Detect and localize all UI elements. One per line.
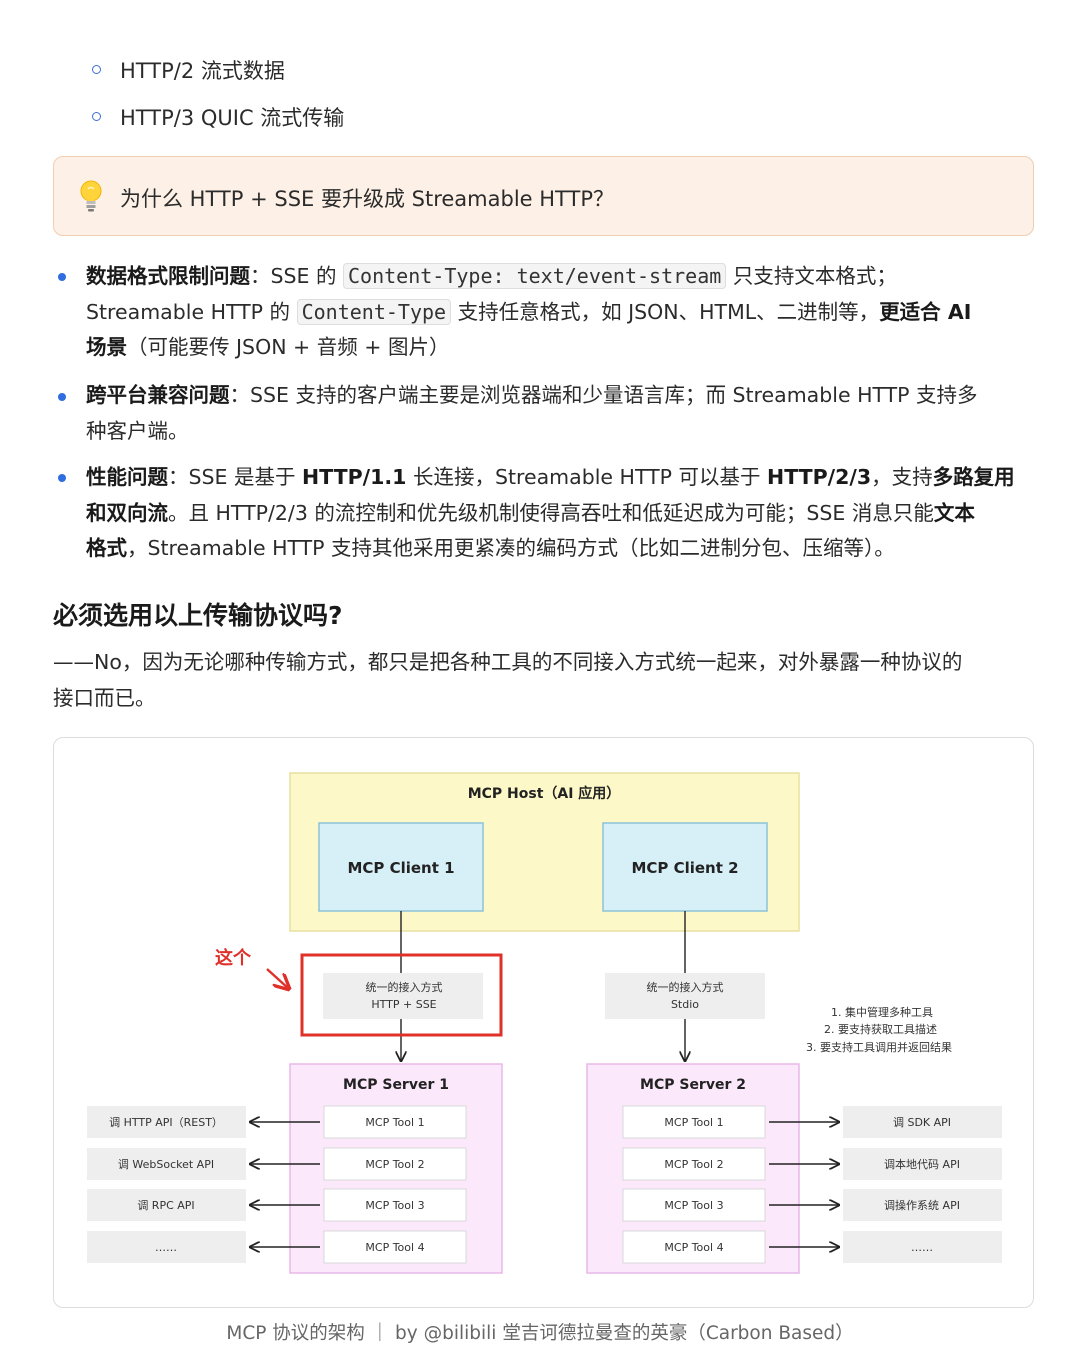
left-api-label: ……	[155, 1241, 177, 1254]
note-item: 1. 集中管理多种工具	[831, 1005, 933, 1019]
mcp-host-label: MCP Host（AI 应用）	[468, 785, 621, 802]
list-bullet	[58, 273, 66, 281]
mcp-client-1-label: MCP Client 1	[347, 859, 454, 877]
mcp-server-1-label: MCP Server 1	[343, 1077, 449, 1093]
right-api-label: ……	[911, 1241, 933, 1254]
list-item: HTTP/3 QUIC 流式传输	[120, 102, 344, 132]
point-performance: 性能问题：SSE 是基于 HTTP/1.1 长连接，Streamable HTT…	[86, 460, 1036, 567]
mcp-server-2-label: MCP Server 2	[640, 1077, 746, 1093]
mcp-client-2-label: MCP Client 2	[631, 859, 738, 877]
point-data-format: 数据格式限制问题：SSE 的 Content-Type: text/event-…	[86, 259, 1036, 366]
transport-1-line1: 统一的接入方式	[366, 980, 443, 994]
list-item: HTTP/2 流式数据	[120, 55, 285, 85]
architecture-figure: MCP Host（AI 应用） MCP Client 1 MCP Client …	[53, 737, 1034, 1308]
server-2-tool-label: MCP Tool 1	[664, 1116, 723, 1129]
annotation-arrow	[267, 969, 289, 989]
right-api-label: 调本地代码 API	[884, 1157, 960, 1171]
right-api-label: 调 SDK API	[893, 1116, 951, 1129]
left-api-label: 调 WebSocket API	[118, 1158, 214, 1171]
answer-paragraph: ——No，因为无论哪种传输方式，都只是把各种工具的不同接入方式统一起来，对外暴露…	[53, 645, 1038, 716]
note-item: 2. 要支持获取工具描述	[824, 1022, 937, 1036]
list-bullet	[58, 474, 66, 482]
architecture-diagram: MCP Host（AI 应用） MCP Client 1 MCP Client …	[54, 738, 1035, 1309]
transport-2-line2: Stdio	[671, 998, 699, 1011]
transport-2-box	[605, 973, 765, 1019]
lightbulb-icon	[78, 179, 104, 215]
left-api-label: 调 RPC API	[137, 1199, 194, 1212]
section-heading: 必须选用以上传输协议吗?	[53, 596, 343, 632]
right-api-label: 调操作系统 API	[884, 1198, 960, 1212]
transport-1-line2: HTTP + SSE	[371, 998, 436, 1011]
tip-callout: 为什么 HTTP + SSE 要升级成 Streamable HTTP？	[53, 156, 1034, 236]
server-2-tool-label: MCP Tool 3	[664, 1199, 723, 1212]
server-1-tool-label: MCP Tool 4	[365, 1241, 424, 1254]
left-api-label: 调 HTTP API（REST）	[109, 1116, 223, 1129]
inline-code: Content-Type: text/event-stream	[343, 263, 726, 289]
transport-1-box	[323, 973, 483, 1019]
list-bullet	[92, 112, 101, 121]
server-1-tool-label: MCP Tool 3	[365, 1199, 424, 1212]
server-2-tool-label: MCP Tool 2	[664, 1158, 723, 1171]
note-item: 3. 要支持工具调用并返回结果	[806, 1040, 952, 1054]
list-bullet	[92, 65, 101, 74]
figure-caption: MCP 协议的架构 ｜ by @bilibili 堂吉诃德拉曼查的英豪（Carb…	[0, 1319, 1080, 1345]
point-cross-platform: 跨平台兼容问题：SSE 支持的客户端主要是浏览器端和少量语言库；而 Stream…	[86, 378, 1036, 449]
annotation-label: 这个	[215, 947, 252, 969]
transport-2-line1: 统一的接入方式	[647, 980, 724, 994]
server-1-tool-label: MCP Tool 1	[365, 1116, 424, 1129]
callout-text: 为什么 HTTP + SSE 要升级成 Streamable HTTP？	[120, 183, 614, 213]
list-bullet	[58, 393, 66, 401]
server-1-tool-label: MCP Tool 2	[365, 1158, 424, 1171]
server-2-tool-label: MCP Tool 4	[664, 1241, 723, 1254]
inline-code: Content-Type	[297, 299, 452, 325]
